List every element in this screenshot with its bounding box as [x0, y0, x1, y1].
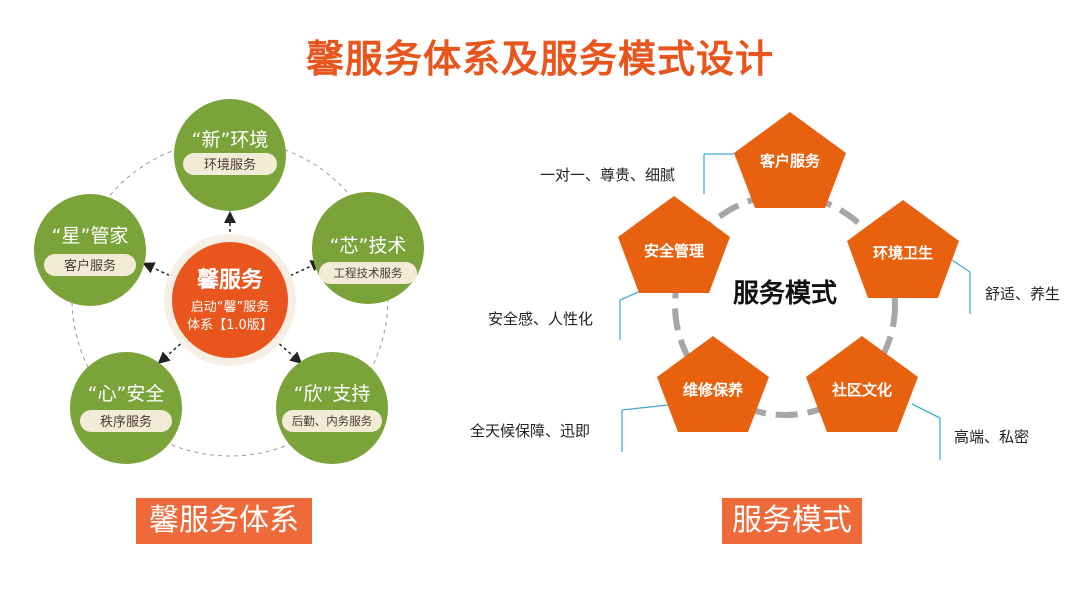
- node-safety-title: “心”安全: [88, 383, 165, 405]
- pentagon-community-label: 社区文化: [831, 381, 892, 399]
- node-support-title: “欣”支持: [294, 383, 371, 405]
- center-circle: [172, 242, 288, 358]
- callout-line-community: [911, 403, 941, 419]
- node-support: “欣”支持 后勤、内务服务: [276, 352, 388, 464]
- node-support-pill-text: 后勤、内务服务: [292, 414, 373, 428]
- pentagon-safety: 安全管理: [618, 196, 730, 293]
- node-environment-pill-text: 环境服务: [204, 157, 256, 173]
- callout-lines: [619, 153, 971, 460]
- callout-line-environment: [951, 259, 971, 273]
- caption-service-mode: 服务模式: [722, 498, 862, 544]
- caption-service-system: 馨服务体系: [136, 498, 312, 544]
- callout-line-safety: [619, 285, 653, 301]
- pentagon-environment: 环境卫生: [847, 200, 959, 298]
- node-environment-pill: [183, 153, 277, 175]
- callout-environment: 舒适、养生: [985, 285, 1060, 303]
- node-safety: “心”安全 秩序服务: [70, 352, 182, 464]
- pentagon-safety-label: 安全管理: [644, 242, 704, 260]
- pentagon-customer: 客户服务: [734, 112, 846, 208]
- node-technology-pill-text: 工程技术服务: [334, 266, 403, 280]
- page-title: 馨服务体系及服务模式设计: [305, 37, 774, 81]
- node-technology-title: “芯”技术: [330, 235, 407, 257]
- node-technology: “芯”技术 工程技术服务: [312, 192, 424, 304]
- pentagon-community: 社区文化: [806, 336, 918, 432]
- service-system-diagram: 馨服务 启动“馨”服务 体系【1.0版】 “新”环境 环境服务 “芯”技术 工程…: [34, 99, 424, 464]
- center-title: 馨服务: [196, 268, 264, 293]
- pentagon-maintenance-label: 维修保养: [683, 381, 744, 399]
- node-butler: “星”管家 客户服务: [34, 194, 146, 306]
- node-environment-title: “新”环境: [192, 129, 269, 151]
- center-subtitle-line1: 启动“馨”服务: [191, 299, 269, 315]
- center-subtitle-line2: 体系【1.0版】: [187, 318, 273, 333]
- node-safety-pill-text: 秩序服务: [100, 414, 152, 430]
- callout-customer: 一对一、尊贵、细腻: [540, 166, 675, 184]
- pentagon-maintenance: 维修保养: [657, 336, 769, 432]
- node-butler-pill-text: 客户服务: [64, 258, 116, 274]
- node-butler-pill: [44, 254, 136, 276]
- node-butler-title: “星”管家: [52, 225, 129, 247]
- pentagon-environment-label: 环境卫生: [873, 244, 933, 262]
- node-technology-pill: [319, 262, 417, 284]
- node-safety-pill: [80, 410, 172, 432]
- callout-community: 高端、私密: [954, 428, 1029, 446]
- callout-line-maintenance: [621, 404, 669, 411]
- node-environment: “新”环境 环境服务: [174, 99, 286, 211]
- pentagon-customer-label: 客户服务: [759, 152, 821, 170]
- mode-dashed-ring: [672, 192, 898, 418]
- mode-center-title: 服务模式: [733, 279, 837, 309]
- node-support-pill: [282, 410, 382, 432]
